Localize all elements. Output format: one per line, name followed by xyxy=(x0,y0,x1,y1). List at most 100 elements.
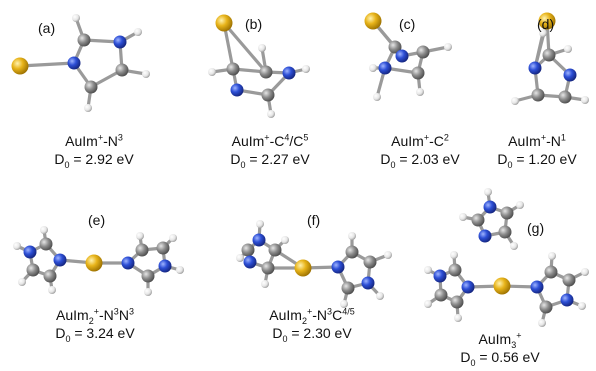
carbon-atom xyxy=(261,261,275,275)
hydrogen-atom xyxy=(459,213,467,221)
nitrogen-atom xyxy=(530,280,544,294)
hydrogen-atom xyxy=(208,68,216,76)
gold-atom xyxy=(493,277,511,295)
hydrogen-atom xyxy=(484,188,492,196)
hydrogen-atom xyxy=(424,266,432,274)
carbon-atom xyxy=(531,88,545,102)
d0-c: D0 = 2.03 eV xyxy=(380,151,460,170)
species-d: AuIm+-N1 xyxy=(508,132,566,149)
hydrogen-atom xyxy=(510,242,518,250)
hydrogen-atom xyxy=(564,45,572,53)
hydrogen-atom xyxy=(18,278,26,286)
nitrogen-atom xyxy=(230,83,244,97)
hydrogen-atom xyxy=(581,96,589,104)
molecule-b xyxy=(208,14,310,118)
hydrogen-atom xyxy=(261,280,269,288)
carbon-atom xyxy=(500,206,514,220)
carbon-atom xyxy=(498,225,512,239)
hydrogen-atom xyxy=(444,43,452,51)
species-a: AuIm+-N3 xyxy=(65,132,123,149)
hydrogen-atom xyxy=(302,65,310,73)
hydrogen-atom xyxy=(236,254,244,262)
hydrogen-atom xyxy=(176,266,184,274)
d0-b: D0 = 2.27 eV xyxy=(230,151,310,170)
hydrogen-atom xyxy=(340,300,348,308)
molecule-e xyxy=(13,226,184,296)
nitrogen-atom xyxy=(53,253,67,267)
hydrogen-atom xyxy=(581,268,589,276)
carbon-atom xyxy=(544,265,558,279)
nitrogen-atom xyxy=(433,269,447,283)
carbon-atom xyxy=(448,263,462,277)
hydrogen-atom xyxy=(376,292,384,300)
d0-d: D0 = 1.20 eV xyxy=(497,151,577,170)
nitrogen-atom xyxy=(121,256,135,270)
nitrogen-atom xyxy=(331,260,345,274)
hydrogen-atom xyxy=(169,234,177,242)
caption-a: AuIm+-N3 D0 = 2.92 eV xyxy=(24,132,164,169)
gold-atom xyxy=(11,57,29,75)
d0-e: D0 = 3.24 eV xyxy=(55,325,135,344)
species-f: AuIm2+-N3C4/5 xyxy=(269,306,355,326)
hydrogen-atom xyxy=(13,242,21,250)
caption-c: AuIm+-C2 D0 = 2.03 eV xyxy=(350,132,490,170)
hydrogen-atom xyxy=(578,302,586,310)
hydrogen-atom xyxy=(348,232,356,240)
bond xyxy=(18,61,76,68)
hydrogen-atom xyxy=(134,28,142,36)
nitrogen-atom xyxy=(23,245,37,259)
gold-atom xyxy=(538,12,556,30)
carbon-atom xyxy=(562,273,576,287)
carbon-atom xyxy=(43,269,57,283)
molecule-g xyxy=(424,188,589,327)
nitrogen-atom xyxy=(158,259,172,273)
hydrogen-atom xyxy=(454,314,462,322)
hydrogen-atom xyxy=(48,286,56,294)
carbon-atom xyxy=(115,63,129,77)
gold-atom xyxy=(294,259,312,277)
caption-f: AuIm2+-N3C4/5 D0 = 2.30 eV xyxy=(242,306,382,343)
carbon-atom xyxy=(241,243,255,257)
hydrogen-atom xyxy=(72,14,80,22)
hydrogen-atom xyxy=(256,220,264,228)
nitrogen-atom xyxy=(113,35,127,49)
species-g: AuIm3+ xyxy=(478,330,522,350)
carbon-atom xyxy=(84,80,98,94)
carbon-atom xyxy=(539,300,553,314)
hydrogen-atom xyxy=(144,288,152,296)
molecule-f xyxy=(236,220,392,308)
carbon-atom xyxy=(26,263,40,277)
carbon-atom xyxy=(411,66,425,80)
hydrogen-atom xyxy=(373,93,381,101)
carbon-atom xyxy=(471,213,485,227)
nitrogen-atom xyxy=(483,200,497,214)
nitrogen-atom xyxy=(478,229,492,243)
hydrogen-atom xyxy=(516,201,524,209)
bond xyxy=(222,21,268,74)
carbon-atom xyxy=(77,33,91,47)
molecule-d xyxy=(511,12,589,105)
hydrogen-atom xyxy=(450,251,458,259)
carbon-atom xyxy=(135,243,149,257)
caption-b: AuIm+-C4/C5 D0 = 2.27 eV xyxy=(200,132,340,170)
carbon-atom xyxy=(363,255,377,269)
panel-label-g: (g) xyxy=(527,220,545,236)
gold-atom xyxy=(85,254,103,272)
nitrogen-atom xyxy=(560,293,574,307)
panel-label-a: (a) xyxy=(38,20,56,36)
carbon-atom xyxy=(416,45,430,59)
nitrogen-atom xyxy=(378,61,392,75)
carbon-atom xyxy=(341,281,355,295)
nitrogen-atom xyxy=(67,56,81,70)
species-b: AuIm+-C4/C5 xyxy=(231,132,309,149)
nitrogen-atom xyxy=(461,280,475,294)
panel-label-e: (e) xyxy=(88,212,106,228)
carbon-atom xyxy=(268,243,282,257)
caption-d: AuIm+-N1 D0 = 1.20 eV xyxy=(478,132,596,170)
hydrogen-atom xyxy=(369,64,377,72)
hydrogen-atom xyxy=(142,70,150,78)
carbon-atom xyxy=(345,245,359,259)
hydrogen-atom xyxy=(416,88,424,96)
carbon-atom xyxy=(542,48,556,62)
